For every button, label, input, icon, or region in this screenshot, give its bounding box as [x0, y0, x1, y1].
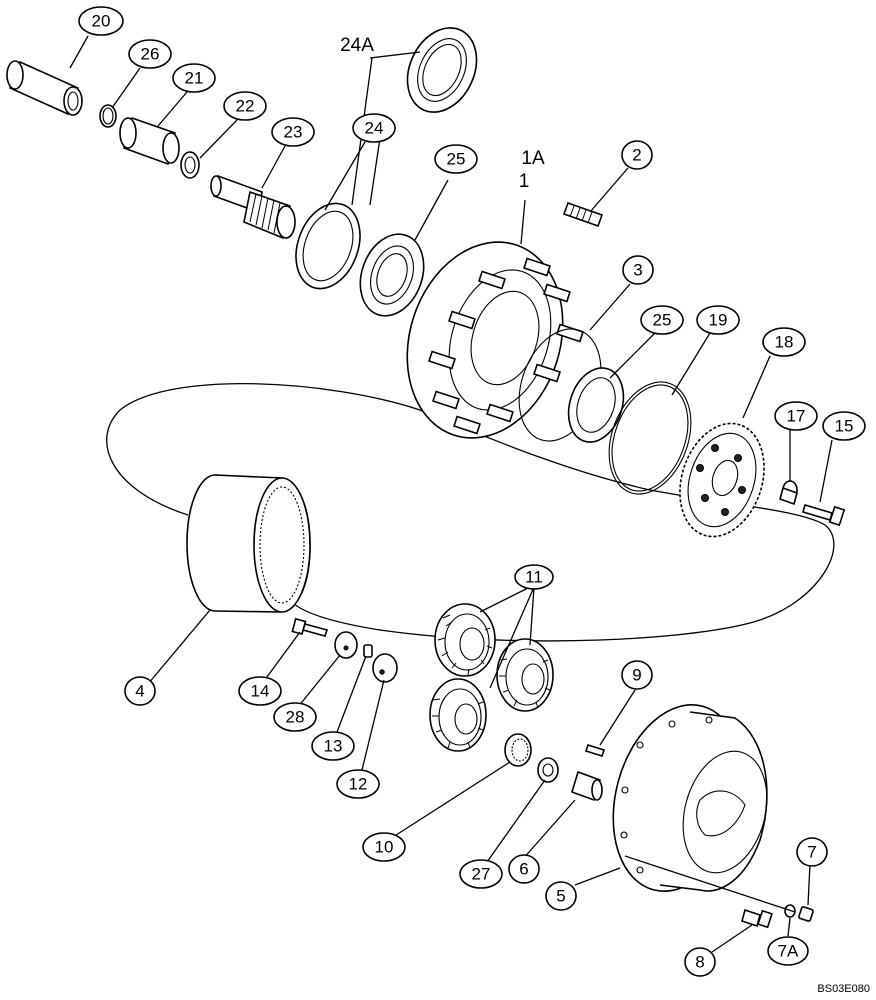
- part-plug-7: [798, 906, 814, 922]
- part-thrust-washer-27: [537, 757, 559, 783]
- callout-20: 20: [78, 6, 124, 36]
- part-bushing-17: [779, 480, 798, 506]
- callout-2: 2: [621, 140, 653, 170]
- callout-25-lower-text: 25: [653, 311, 672, 330]
- part-splined-shaft-23: [210, 174, 296, 240]
- part-planet-gear-11-b: [496, 638, 554, 712]
- callout-7a-text: 7A: [778, 942, 799, 961]
- callout-27: 27: [459, 859, 503, 889]
- part-sleeve-20: [6, 60, 83, 116]
- callout-25-lower: 25: [640, 305, 684, 335]
- callout-26-text: 26: [141, 45, 160, 64]
- part-planet-shaft-6: [571, 770, 603, 802]
- label-1a: 1A: [521, 148, 545, 169]
- gear-plate-holes: [696, 444, 746, 516]
- callout-22: 22: [223, 91, 267, 121]
- callout-21: 21: [172, 63, 216, 93]
- callout-4: 4: [124, 676, 156, 706]
- callout-23: 23: [271, 117, 315, 147]
- callout-4-text: 4: [135, 682, 144, 701]
- part-needle-bearing-10: [504, 733, 532, 767]
- callout-7-text: 7: [807, 843, 816, 862]
- callout-7: 7: [796, 837, 828, 867]
- part-gear-plate-18: [679, 422, 765, 538]
- label-1: 1: [519, 171, 530, 192]
- part-retaining-ring-19: [608, 381, 692, 495]
- part-bearing-cup-24: [295, 202, 361, 290]
- part-spacer-21: [119, 116, 180, 166]
- part-seal-24a: [406, 27, 478, 113]
- callout-26: 26: [128, 39, 172, 69]
- callout-25-upper-text: 25: [447, 150, 466, 169]
- part-stud-2: [562, 201, 604, 228]
- part-thrust-plate-12: [372, 653, 398, 683]
- callout-7a: 7A: [767, 936, 809, 966]
- part-wheel-hub-1: [406, 241, 584, 439]
- callout-25-upper: 25: [434, 144, 478, 174]
- part-washer-22: [180, 151, 200, 179]
- callout-5-text: 5: [556, 887, 565, 906]
- callout-9-text: 9: [632, 666, 641, 685]
- callout-19-text: 19: [709, 311, 728, 330]
- callout-19: 19: [696, 305, 740, 335]
- part-carrier-housing-5: [612, 704, 768, 892]
- callout-2-text: 2: [632, 146, 641, 165]
- hub-wheel-studs: [428, 257, 584, 435]
- callout-20-text: 20: [92, 12, 111, 31]
- callout-3-text: 3: [633, 261, 642, 280]
- callout-23-text: 23: [284, 123, 303, 142]
- callout-24-text: 24: [365, 119, 384, 138]
- callout-6-text: 6: [519, 860, 528, 879]
- callout-3: 3: [622, 255, 654, 285]
- leader-lines: [69, 35, 833, 953]
- callout-10-text: 10: [375, 838, 394, 857]
- part-bolt-15: [802, 504, 846, 527]
- part-pin-13: [363, 644, 373, 658]
- callout-18: 18: [762, 327, 806, 357]
- callout-11-text: 11: [525, 568, 543, 587]
- part-snap-ring-26: [99, 104, 117, 128]
- part-bolt-8: [741, 908, 773, 929]
- callout-22-text: 22: [236, 97, 255, 116]
- callout-5: 5: [545, 881, 577, 911]
- callout-24: 24: [352, 113, 396, 143]
- housing-bolt-holes: [620, 716, 713, 874]
- callout-8: 8: [684, 947, 716, 977]
- callout-17-text: 17: [787, 407, 806, 426]
- callout-12-text: 12: [349, 775, 368, 794]
- part-bearing-cone-25-lower: [567, 367, 625, 443]
- callout-15: 15: [822, 411, 866, 441]
- callout-21-text: 21: [185, 69, 204, 88]
- part-screw-14: [291, 617, 329, 637]
- document-code: BS03E080: [817, 983, 870, 995]
- part-bearing-cone-25-upper: [359, 233, 425, 317]
- callout-14-text: 14: [251, 682, 270, 701]
- callout-11: 11: [514, 564, 554, 590]
- callout-28-text: 28: [286, 708, 305, 727]
- callout-6: 6: [508, 854, 540, 884]
- callout-14: 14: [238, 676, 282, 706]
- part-ring-gear-4: [186, 474, 311, 613]
- label-24a: 24A: [340, 35, 374, 56]
- part-washer-28: [334, 631, 358, 659]
- callout-13-text: 13: [324, 737, 343, 756]
- part-planet-gear-11-a: [434, 603, 496, 677]
- part-planet-gear-11-c: [429, 678, 487, 752]
- callout-8-text: 8: [695, 953, 704, 972]
- callout-28: 28: [273, 702, 317, 732]
- callout-13: 13: [311, 731, 355, 761]
- callout-12: 12: [336, 769, 380, 799]
- callout-9: 9: [621, 660, 653, 690]
- callout-15-text: 15: [835, 417, 854, 436]
- callout-18-text: 18: [775, 333, 794, 352]
- callout-27-text: 27: [472, 865, 491, 884]
- callout-17: 17: [774, 401, 818, 431]
- callout-10: 10: [362, 832, 406, 862]
- part-pin-9: [584, 744, 606, 757]
